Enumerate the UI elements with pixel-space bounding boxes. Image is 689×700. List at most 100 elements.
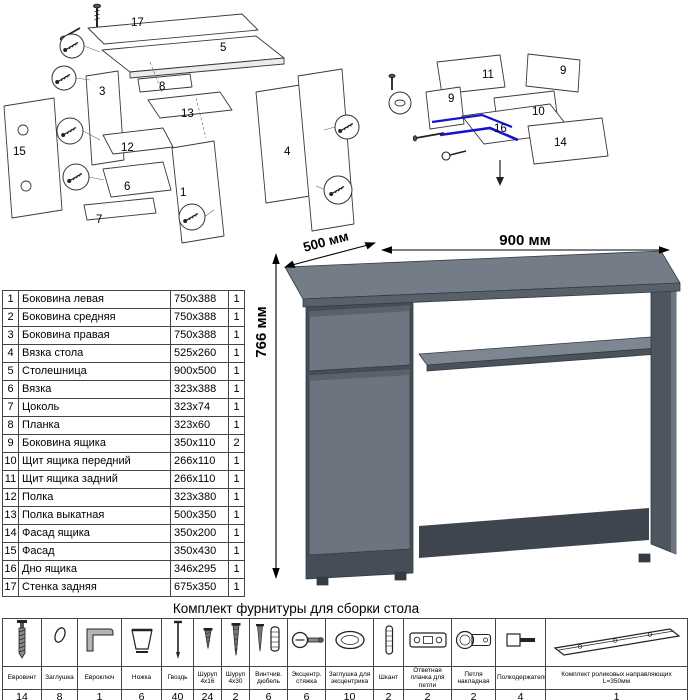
part-name: Планка xyxy=(18,416,171,435)
part-size: 750x388 xyxy=(170,308,229,327)
part-qty: 1 xyxy=(228,398,245,417)
callout-label: 11 xyxy=(482,69,494,81)
part-qty: 1 xyxy=(228,488,245,507)
hardware-qty: 2 xyxy=(373,689,404,700)
callout-label: 12 xyxy=(121,142,134,154)
part-number: 5 xyxy=(2,362,19,381)
nail-icon xyxy=(173,620,182,659)
callout-label: 7 xyxy=(96,214,102,226)
hardware-qty: 2 xyxy=(451,689,496,700)
part-callouts: 17 5 3 8 13 12 15 6 7 1 4 xyxy=(13,17,291,226)
drawer-detail-callout xyxy=(388,91,412,115)
roller-guide-highlight xyxy=(431,113,519,142)
part-number: 7 xyxy=(2,398,19,417)
part-size: 323x380 xyxy=(170,488,229,507)
hardware-qty: 1 xyxy=(545,689,688,700)
panel-side-right xyxy=(297,68,355,232)
part-size: 323x388 xyxy=(170,380,229,399)
part-size: 350x110 xyxy=(170,434,229,453)
hardware-icon-cell xyxy=(161,618,194,667)
plug-icon xyxy=(53,627,66,643)
part-name: Фасад xyxy=(18,542,171,561)
callout-label: 10 xyxy=(532,106,545,118)
hardware-qty: 8 xyxy=(41,689,78,700)
part-qty: 1 xyxy=(228,326,245,345)
arrow-right-icon xyxy=(659,246,670,254)
exploded-diagram-desk: 17 5 3 8 13 12 15 6 7 1 4 xyxy=(3,3,360,244)
hardware-name: Евроключ xyxy=(77,665,122,691)
part-name: Щит ящика передний xyxy=(18,452,171,471)
hardware-name: Петля накладная xyxy=(451,665,496,691)
drawer-callouts: 11 9 10 16 14 9 xyxy=(448,65,567,149)
hardware-icon-cell xyxy=(193,618,222,667)
part-qty: 1 xyxy=(228,308,245,327)
hardware-qty-row: 14 8 1 6 40 24 2 6 6 10 2 2 2 4 1 xyxy=(2,689,688,700)
desk-body xyxy=(284,250,681,586)
panel-tray xyxy=(147,91,233,119)
hardware-icon-cell xyxy=(545,618,688,667)
roller-guide-icon xyxy=(553,628,680,656)
panel-drawer-back xyxy=(436,54,506,95)
hardware-icon-cell xyxy=(41,618,78,667)
hinge-plate-icon xyxy=(408,632,447,648)
part-number: 17 xyxy=(2,578,19,597)
part-name: Боковина средняя xyxy=(18,308,171,327)
door-handle-groove xyxy=(309,369,410,381)
part-size: 900x500 xyxy=(170,362,229,381)
hinge-cup xyxy=(20,180,32,192)
dowel-icon xyxy=(384,625,393,655)
part-name: Вязка стола xyxy=(18,344,171,363)
part-size: 266x110 xyxy=(170,470,229,489)
hardware-icon-cell xyxy=(221,618,250,667)
hardware-name: Винтчив. дюбель xyxy=(249,665,288,691)
part-qty: 1 xyxy=(228,524,245,543)
part-qty: 1 xyxy=(228,470,245,489)
part-number: 12 xyxy=(2,488,19,507)
part-size: 750x388 xyxy=(170,290,229,309)
arrow-down-icon xyxy=(272,568,280,579)
part-name: Цоколь xyxy=(18,398,171,417)
part-number: 4 xyxy=(2,344,19,363)
part-number: 8 xyxy=(2,416,19,435)
screw-long-icon xyxy=(231,623,240,656)
callout-label: 13 xyxy=(181,108,194,120)
leg xyxy=(394,571,407,581)
part-size: 750x388 xyxy=(170,326,229,345)
panel-plinth xyxy=(83,197,157,221)
height-dimension-label: 766 мм xyxy=(253,306,270,357)
hardware-name: Комплект роликовых направляющих L=350мм xyxy=(545,665,688,691)
part-qty: 1 xyxy=(228,542,245,561)
part-size: 675x350 xyxy=(170,578,229,597)
part-name: Фасад ящика xyxy=(18,524,171,543)
hardware-icon-cell xyxy=(451,618,496,667)
screw-small-icon xyxy=(203,628,212,649)
part-number: 3 xyxy=(2,326,19,345)
panel-desktop-edge xyxy=(129,57,285,79)
part-size: 350x200 xyxy=(170,524,229,543)
hardware-qty: 6 xyxy=(287,689,326,700)
callout-label: 5 xyxy=(220,42,226,54)
hardware-name: Заглушка xyxy=(41,665,78,691)
callout-label: 9 xyxy=(560,65,566,77)
panel-drawer-side-right xyxy=(525,53,581,93)
leg xyxy=(638,553,651,563)
desk-panels xyxy=(3,13,355,244)
cam-lock-icon xyxy=(291,631,324,649)
part-name: Вязка xyxy=(18,380,171,399)
part-name: Боковина левая xyxy=(18,290,171,309)
hex-key-icon xyxy=(86,628,113,652)
part-size: 346x295 xyxy=(170,560,229,579)
part-number: 14 xyxy=(2,524,19,543)
panel-strip xyxy=(137,73,193,93)
arrow-up-icon xyxy=(272,253,280,264)
hardware-icons-row xyxy=(2,618,688,667)
callout-label: 4 xyxy=(284,146,291,158)
part-number: 15 xyxy=(2,542,19,561)
